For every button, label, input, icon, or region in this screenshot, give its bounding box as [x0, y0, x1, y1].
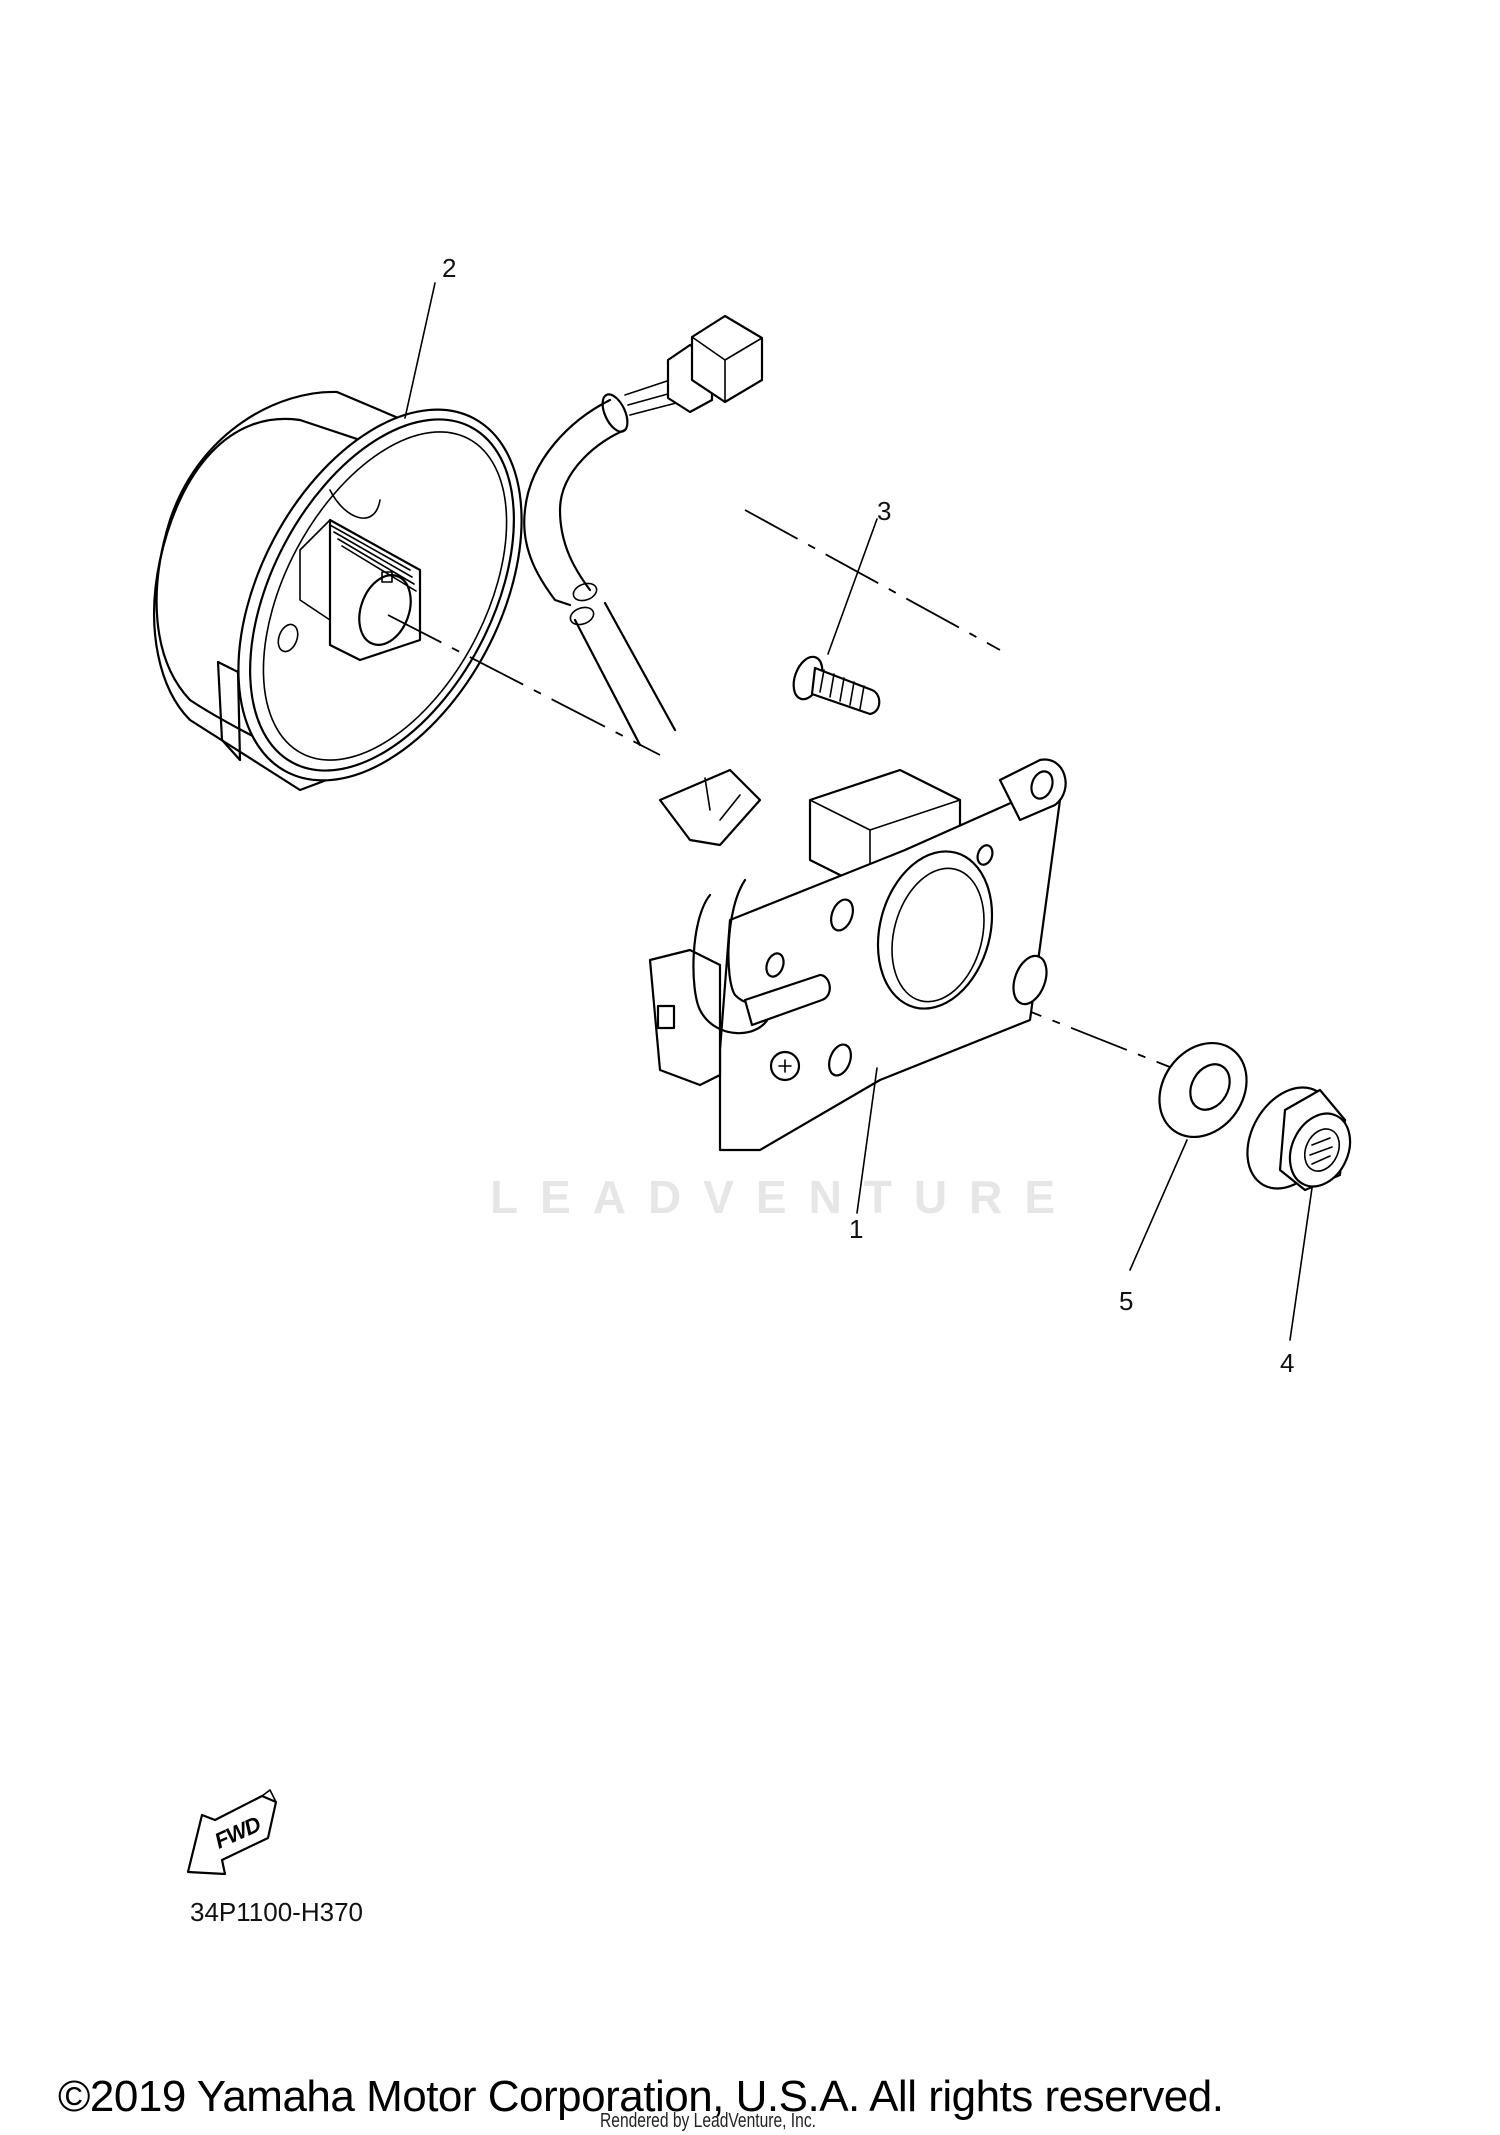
callout-5[interactable]: 5: [1119, 1286, 1134, 1316]
copyright-notice: ©2019 Yamaha Motor Corporation, U.S.A. A…: [58, 2072, 1224, 2121]
rendered-by-notice: Rendered by LeadVenture, Inc.: [600, 2110, 816, 2132]
washer-icon[interactable]: [1129, 1026, 1264, 1271]
rotor-flywheel-icon[interactable]: [153, 282, 580, 828]
callout-4[interactable]: 4: [1280, 1348, 1295, 1378]
callout-1[interactable]: 1: [849, 1214, 864, 1244]
wire-harness-icon: [523, 314, 764, 747]
screw-icon[interactable]: [788, 518, 881, 716]
stator-assembly-icon[interactable]: [648, 758, 1067, 1214]
watermark: LEADVENTURE: [490, 1171, 1078, 1223]
callout-2[interactable]: 2: [442, 253, 457, 283]
forward-arrow-icon: [186, 1789, 278, 1876]
diagram-code: 34P1100-H370: [190, 1897, 363, 1927]
callout-3[interactable]: 3: [877, 496, 892, 526]
flange-nut-icon[interactable]: [1230, 1072, 1361, 1341]
